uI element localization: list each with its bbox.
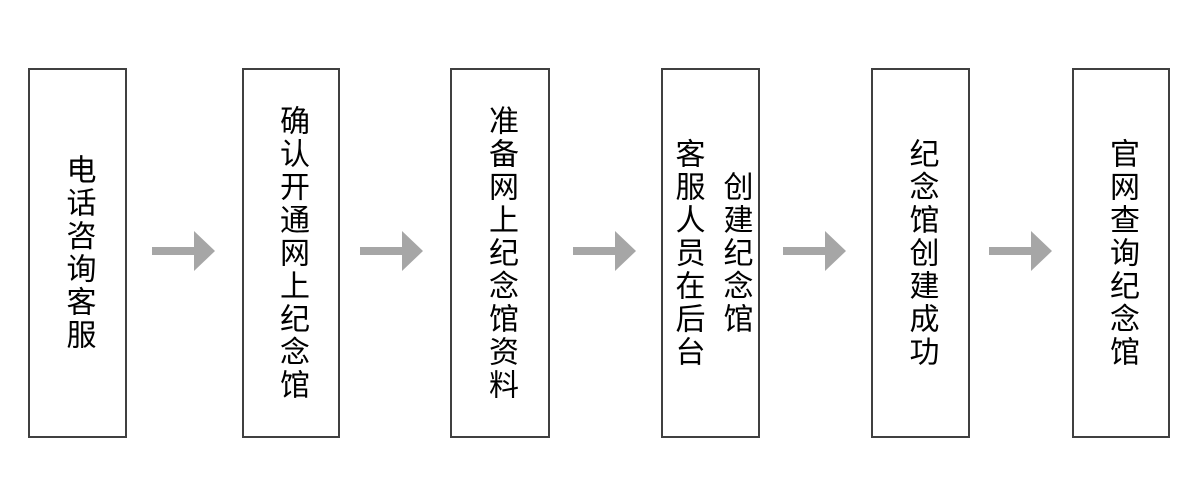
flow-step-query-site: 官网查询纪念馆 — [1072, 68, 1170, 438]
flow-step-label: 确认开通网上纪念馆 — [275, 104, 308, 402]
flow-step-label: 纪念馆创建成功 — [904, 137, 938, 369]
flow-step-create-success: 纪念馆创建成功 — [871, 68, 970, 438]
right-arrow-icon — [152, 230, 216, 272]
flow-step-label: 准备网上纪念馆资料 — [484, 104, 517, 402]
flow-step-confirm-open: 确认开通网上纪念馆 — [242, 68, 340, 438]
flow-step-phone-consult: 电话咨询客服 — [28, 68, 127, 438]
right-arrow-icon — [360, 230, 424, 272]
flow-step-staff-create: 客服人员在后台 创建纪念馆 — [661, 68, 760, 438]
flow-step-prepare-materials: 准备网上纪念馆资料 — [450, 68, 550, 438]
flow-step-label: 客服人员在后台 创建纪念馆 — [670, 137, 752, 369]
right-arrow-icon — [573, 230, 637, 272]
flow-step-label: 电话咨询客服 — [61, 154, 95, 352]
flow-step-label: 官网查询纪念馆 — [1105, 137, 1138, 369]
right-arrow-icon — [989, 230, 1053, 272]
right-arrow-icon — [783, 230, 847, 272]
